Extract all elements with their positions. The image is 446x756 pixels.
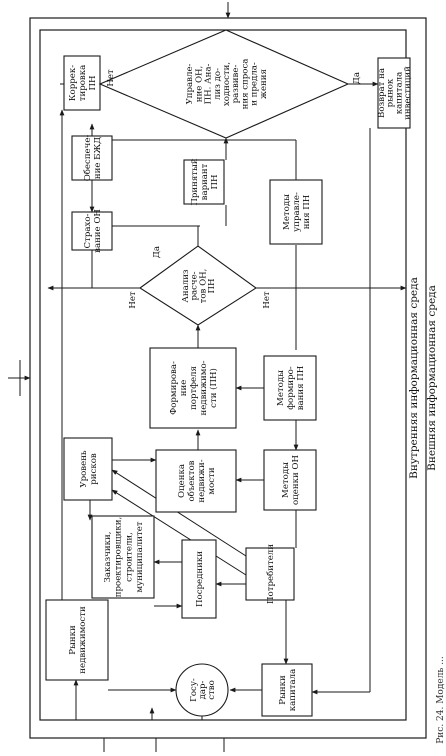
capital-return-box	[377, 57, 411, 129]
capital-markets-label: Рынкикапитала	[278, 669, 298, 711]
intermediaries-label: Посредники	[195, 551, 205, 607]
capital-return-label: Возврат нарыноккапиталаинвестиций	[377, 66, 413, 120]
branch-no-top: Нет	[106, 69, 116, 87]
portfolio-formation-label: Формирова-ниепортфелянедвижимо-сти (ПН)	[169, 360, 219, 415]
bzhd-support-box	[71, 135, 113, 181]
branch-no-mid-right: Нет	[262, 291, 272, 309]
real-estate-valuation-label: Оценкаобъектовнедвижи-мости	[177, 459, 217, 502]
valuation-methods-label: Методыоценки ОН	[281, 455, 301, 505]
portfolio-formation-box	[149, 347, 237, 429]
correction-label: Коррек-тировкаПН	[68, 65, 98, 102]
outer-environment-label: Внешняя информационная среда	[426, 285, 438, 471]
real-estate-markets-box	[45, 599, 109, 681]
management-methods-box	[269, 179, 323, 245]
correction-box	[63, 55, 101, 111]
real-estate-valuation-box	[155, 449, 237, 513]
analysis-decision	[139, 245, 257, 326]
participants-box	[91, 515, 155, 599]
state-circle	[175, 663, 229, 717]
risk-level-label: Уровеньрисков	[79, 450, 99, 488]
accepted-variant-box	[183, 159, 225, 205]
consumers-box	[245, 547, 295, 601]
consumers-label: Потребители	[265, 544, 276, 604]
management-decision	[98, 29, 350, 139]
analysis-decision-label: Анализрасче-тов ОН,ПН	[181, 269, 217, 304]
real-estate-markets-label: Рынкинедвижимости	[68, 606, 88, 674]
formation-methods-label: Методыформиро-вания ПН	[276, 365, 306, 410]
valuation-methods-box	[263, 449, 317, 511]
branch-no-mid-left: Нет	[128, 291, 138, 309]
risk-level-box	[63, 437, 113, 501]
formation-methods-box	[263, 355, 317, 421]
state-label: Госу-дар-ство	[189, 678, 217, 702]
inner-environment-label: Внутренняя информационная среда	[408, 277, 420, 479]
insurance-label: Страхо-вание ОН	[83, 209, 103, 253]
accepted-variant-label: ПринятыйвариантПН	[190, 158, 220, 205]
insurance-box	[71, 211, 113, 251]
management-methods-label: Методыуправле-ния ПН	[282, 192, 312, 232]
figure-caption: Рис. 24. Модель ...	[436, 656, 446, 744]
participants-label: Заказчики,проектировщики,строители,муниц…	[103, 517, 145, 597]
management-decision-label: Управле-ние ОН,ПН. Ана-лиз до-ходности,р…	[185, 59, 269, 110]
branch-yes-top: Да	[352, 72, 362, 84]
connectors	[8, 2, 407, 752]
capital-markets-box	[261, 663, 313, 717]
inner-environment-frame	[39, 29, 407, 721]
bzhd-support-label: Обеспече-ние БЖД	[82, 135, 103, 182]
branch-yes-mid: Да	[152, 246, 162, 258]
intermediaries-box	[181, 539, 217, 619]
